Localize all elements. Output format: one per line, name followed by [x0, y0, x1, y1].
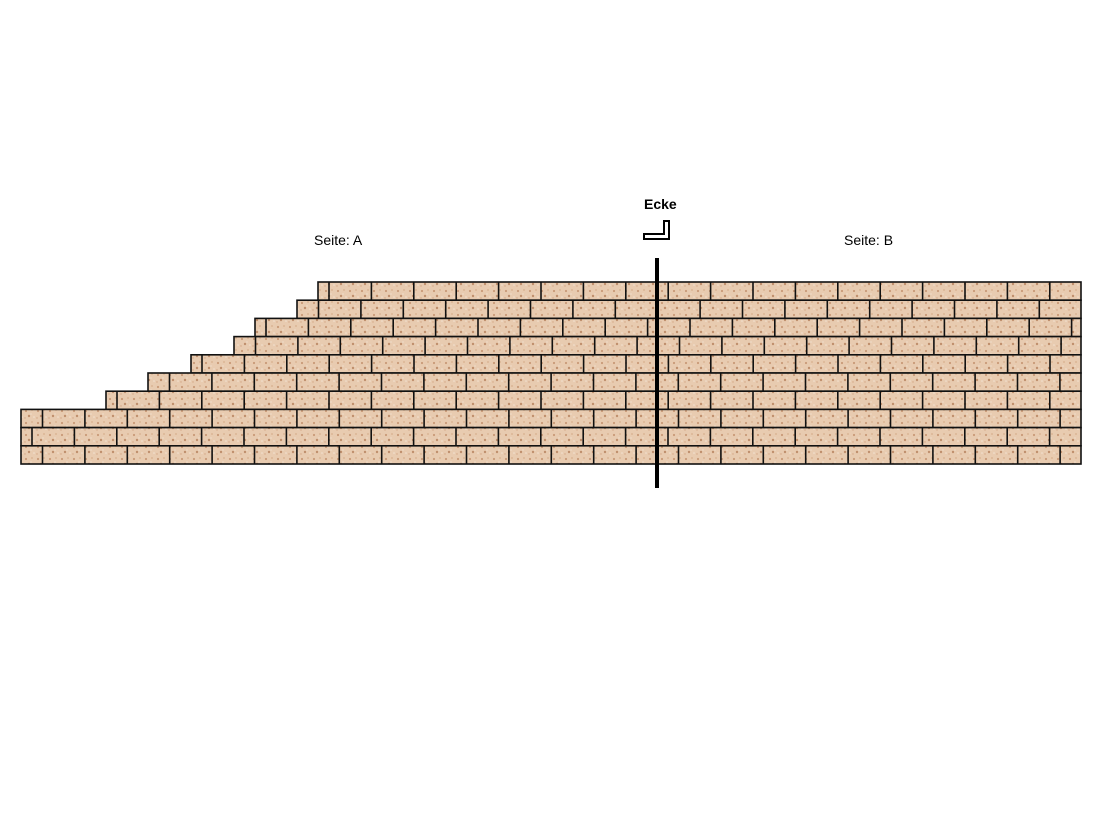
side-a-label: Seite: A: [314, 232, 363, 248]
corner-label: Ecke: [644, 196, 677, 212]
brick-courses: [20, 281, 1082, 465]
brick-course: [296, 299, 1082, 320]
brick-course: [147, 372, 1082, 393]
l-corner-icon: [643, 220, 670, 240]
brick-course: [254, 317, 1082, 338]
side-b-label: Seite: B: [844, 232, 894, 248]
brick-course: [105, 390, 1082, 411]
brick-course: [190, 353, 1082, 374]
brick-course: [317, 281, 1082, 302]
